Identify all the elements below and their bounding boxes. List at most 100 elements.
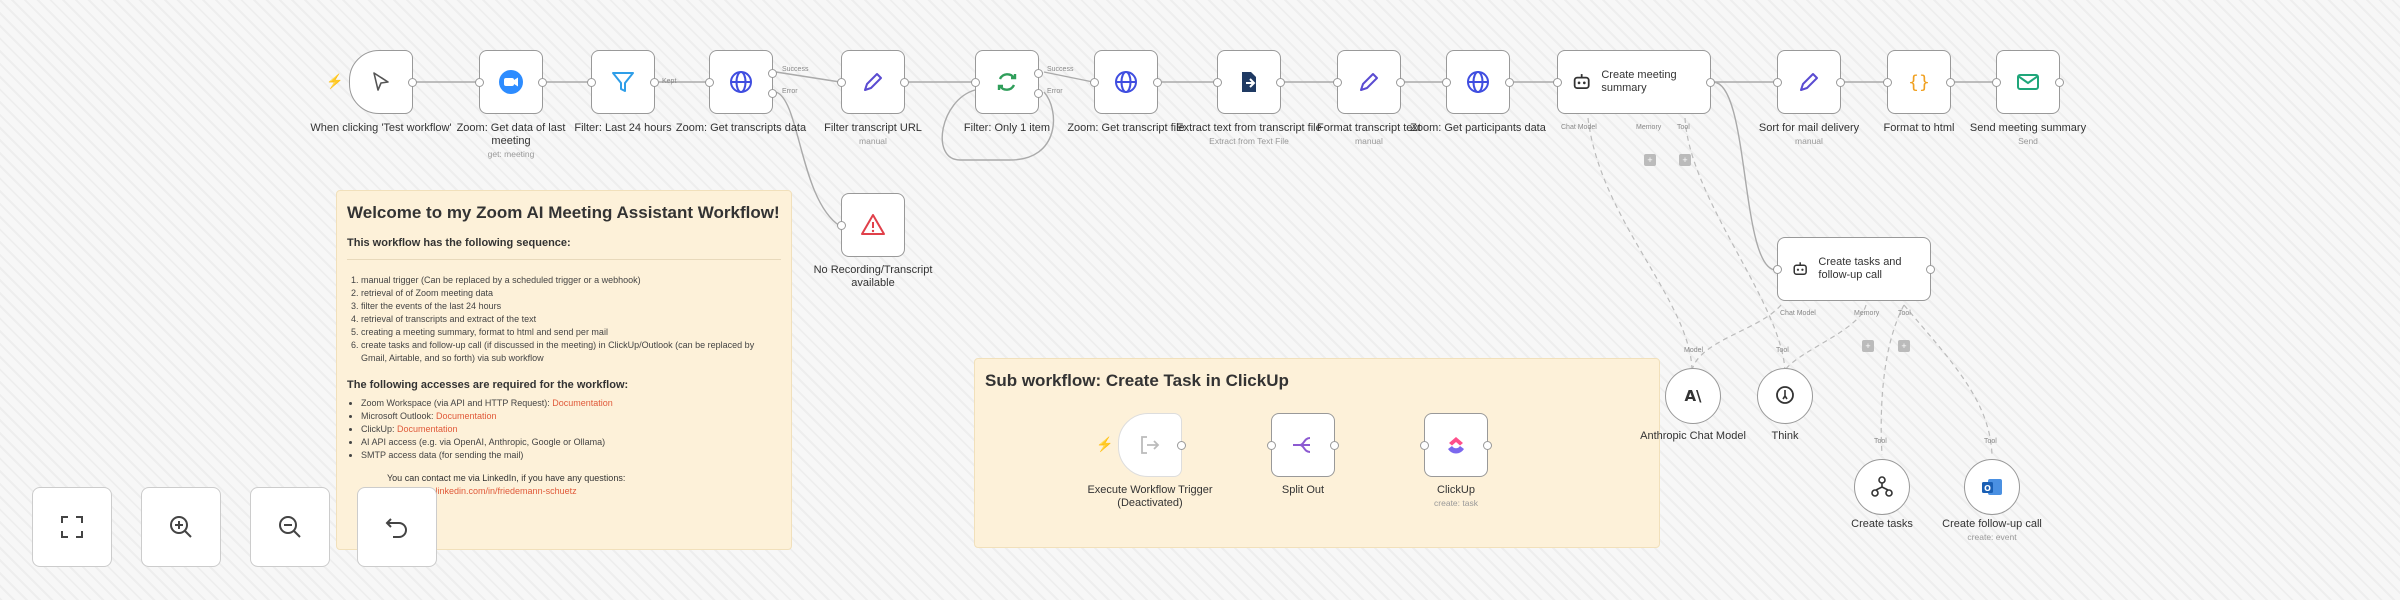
port-label: Memory	[1854, 310, 1880, 317]
file-extract-icon	[1242, 72, 1256, 92]
loop-icon	[997, 73, 1017, 91]
clickup-icon	[1448, 437, 1464, 454]
access-item: ClickUp: Documentation	[361, 423, 781, 436]
port-label: Model	[1684, 347, 1704, 354]
robot-icon	[1573, 74, 1590, 90]
node-filter-only-1[interactable]	[971, 50, 1043, 114]
outlook-icon: O	[1982, 479, 2002, 495]
zoom-out-icon	[279, 516, 301, 538]
node-label: No Recording/Transcript available	[813, 264, 933, 289]
fit-view-icon	[61, 516, 83, 538]
sequence-step: creating a meeting summary, format to ht…	[361, 326, 781, 339]
sequence-step: retrieval of transcripts and extract of …	[361, 313, 781, 326]
linkedin-link[interactable]: https://www.linkedin.com/in/friedemann-s…	[387, 486, 577, 496]
node-label: Zoom: Get participants data	[1410, 122, 1546, 134]
port-label: Success	[782, 66, 809, 73]
node-think[interactable]	[1757, 368, 1813, 424]
undo-icon	[385, 518, 407, 538]
note-title: Welcome to my Zoom AI Meeting Assistant …	[347, 203, 780, 222]
contact-text: You can contact me via LinkedIn, if you …	[387, 473, 626, 483]
node-zoom-transcript-file[interactable]	[1090, 50, 1162, 114]
node-clickup[interactable]	[1420, 413, 1492, 477]
svg-text:{}: {}	[1908, 72, 1930, 93]
contact-block: You can contact me via LinkedIn, if you …	[347, 472, 781, 498]
node-title: Create tasks and follow-up call	[1818, 256, 1902, 281]
node-manual-trigger[interactable]	[349, 50, 417, 114]
reset-zoom-button[interactable]	[357, 487, 437, 567]
node-zoom-get-data[interactable]	[475, 50, 547, 114]
node-zoom-participants[interactable]	[1442, 50, 1514, 114]
trigger-bolt-icon: ⚡	[1096, 436, 1114, 452]
node-anthropic-model[interactable]: A\	[1665, 368, 1721, 424]
sequence-step: manual trigger (Can be replaced by a sch…	[361, 274, 781, 287]
node-label: Filter: Last 24 hours	[574, 122, 672, 134]
port-label: Chat Model	[1561, 124, 1597, 131]
node-create-summary[interactable]: Create meeting summary	[1553, 50, 1715, 114]
fit-view-button[interactable]	[32, 487, 112, 567]
warning-icon	[861, 214, 885, 235]
port-label: Kept	[662, 78, 677, 85]
node-filter-24h[interactable]	[587, 50, 659, 114]
node-format-html[interactable]: {}	[1883, 50, 1955, 114]
doc-link[interactable]: Documentation	[552, 398, 613, 408]
port-label: Error	[782, 88, 798, 95]
node-title: Create meeting summary	[1601, 69, 1677, 94]
pencil-icon	[1360, 73, 1378, 91]
node-format-transcript[interactable]	[1333, 50, 1405, 114]
node-zoom-transcripts[interactable]	[705, 50, 777, 114]
access-item: Zoom Workspace (via API and HTTP Request…	[361, 397, 781, 410]
sequence-list: manual trigger (Can be replaced by a sch…	[347, 274, 781, 365]
globe-icon	[1467, 71, 1489, 93]
port-label: Tool	[1984, 438, 1997, 445]
port-label: Error	[1047, 88, 1063, 95]
add-tool-button[interactable]: +	[1898, 340, 1910, 352]
node-extract-text[interactable]	[1213, 50, 1285, 114]
node-split-out[interactable]	[1267, 413, 1339, 477]
node-label: Format to html	[1883, 122, 1955, 134]
zoom-out-button[interactable]	[250, 487, 330, 567]
node-create-tasks-agent[interactable]: Create tasks and follow-up call	[1773, 237, 1935, 301]
doc-link[interactable]: Documentation	[436, 411, 497, 421]
zoom-in-button[interactable]	[141, 487, 221, 567]
node-label: Zoom: Get transcript file	[1067, 122, 1185, 134]
add-tool-button[interactable]: +	[1679, 154, 1691, 166]
add-memory-button[interactable]: +	[1862, 340, 1874, 352]
node-create-tasks-tool[interactable]	[1854, 459, 1910, 515]
workflow-icon	[1871, 476, 1893, 497]
pencil-icon	[864, 73, 882, 91]
port-label: Tool	[1874, 438, 1887, 445]
robot-icon	[1793, 262, 1807, 275]
cursor-icon	[373, 72, 389, 91]
mail-icon	[2017, 74, 2039, 90]
sequence-step: create tasks and follow-up call (if disc…	[361, 339, 781, 365]
sequence-heading: This workflow has the following sequence…	[347, 237, 571, 249]
svg-text:A\: A\	[1684, 387, 1702, 405]
divider	[347, 259, 781, 260]
node-filter-transcript-url[interactable]	[837, 50, 909, 114]
node-label: Filter: Only 1 item	[963, 122, 1051, 134]
anthropic-icon: A\	[1684, 387, 1702, 405]
sequence-step: retrieval of of Zoom meeting data	[361, 287, 781, 300]
node-label: Execute Workflow Trigger (Deactivated)	[1087, 484, 1213, 509]
note-title: Sub workflow: Create Task in ClickUp	[985, 371, 1289, 390]
access-item: AI API access (e.g. via OpenAI, Anthropi…	[361, 436, 781, 449]
node-label: Anthropic Chat Model	[1640, 430, 1746, 442]
port-label: Tool	[1677, 124, 1690, 131]
node-exec-trigger[interactable]	[1118, 413, 1186, 477]
node-send-summary[interactable]	[1992, 50, 2064, 114]
add-memory-button[interactable]: +	[1644, 154, 1656, 166]
access-heading: The following accesses are required for …	[347, 379, 629, 391]
split-icon	[1293, 437, 1311, 453]
doc-link[interactable]: Documentation	[397, 424, 458, 434]
access-item: SMTP access data (for sending the mail)	[361, 449, 781, 462]
node-no-recording[interactable]	[837, 193, 905, 257]
node-sort-mail[interactable]	[1773, 50, 1845, 114]
node-create-followup[interactable]: O	[1964, 459, 2020, 515]
